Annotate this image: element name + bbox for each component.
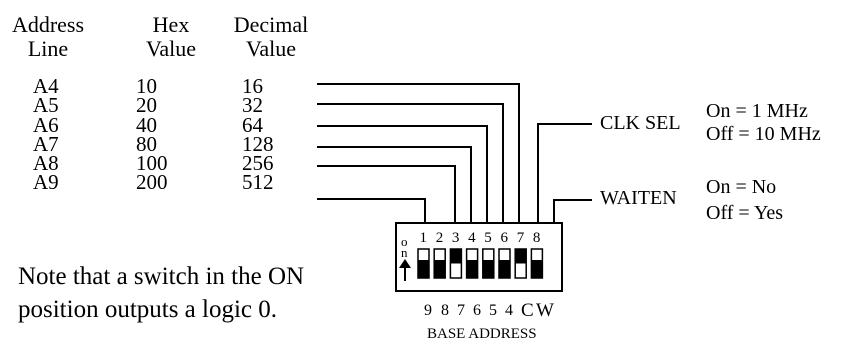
hex-value: 40 [136, 113, 157, 137]
switch-actuator [434, 260, 446, 278]
address-wires [317, 83, 592, 228]
dip-switch-1 [417, 248, 430, 279]
switch-bit-label: 6 [473, 302, 481, 319]
dip-switch-3 [449, 248, 463, 279]
address-line: A6 [33, 113, 59, 137]
up-arrow-icon [399, 259, 411, 281]
address-line: A8 [33, 151, 59, 175]
header-decimal: Decimal Value [233, 12, 309, 61]
clk-sel-on: On = 1 MHz [706, 100, 808, 122]
clk-sel-off: Off = 10 MHz [706, 123, 821, 145]
header-address: Address Line [11, 12, 85, 61]
switch-actuator [515, 249, 527, 264]
dip-switch-5 [482, 248, 495, 279]
wire-waiten [553, 199, 592, 228]
waiten-label: WAITEN [600, 187, 677, 209]
switch-number: 7 [516, 230, 525, 246]
hex-value: 10 [136, 74, 157, 98]
wire-clk-sel [537, 123, 592, 228]
switch-bit-label: C [521, 300, 534, 321]
note-text: Note that a switch in the ON position ou… [18, 263, 305, 323]
switch-number: 6 [500, 230, 509, 246]
switch-number: 3 [451, 230, 460, 246]
dip-switch-6 [498, 248, 511, 279]
wire-a7 [317, 146, 472, 228]
decimal-value: 256 [242, 151, 274, 175]
switch-actuator [482, 260, 494, 278]
switch-number: 2 [435, 230, 444, 246]
waiten-on: On = No [706, 176, 777, 198]
switch-bit-label: 8 [441, 302, 449, 319]
decimal-value: 32 [242, 93, 263, 117]
decimal-value: 128 [242, 132, 274, 156]
wire-a8 [317, 165, 456, 228]
switch-bit-label: W [536, 300, 554, 321]
address-line: A4 [33, 74, 59, 98]
switch-number: 4 [468, 230, 476, 246]
switch-actuator [499, 260, 510, 278]
switch-actuator [531, 260, 543, 278]
hex-value: 100 [136, 151, 168, 175]
clk-sel-label: CLK SEL [600, 112, 681, 134]
hex-value: 80 [136, 132, 157, 156]
wire-a9 [317, 198, 426, 228]
switch-bit-label: 7 [457, 302, 465, 319]
on-marker: o n [401, 234, 408, 260]
decimal-value: 64 [242, 113, 263, 137]
switch-actuator [418, 260, 429, 278]
switch-number: 5 [484, 230, 492, 246]
hex-value: 20 [136, 93, 157, 117]
dip-switch-8 [530, 248, 544, 279]
switch-number: 1 [419, 230, 428, 246]
header-hex: Hex Value [145, 12, 197, 61]
dip-switch-4 [465, 248, 479, 279]
address-line: A7 [33, 132, 59, 156]
hex-value: 200 [136, 170, 168, 194]
switch-bit-label: 5 [489, 302, 497, 319]
address-line: A5 [33, 93, 59, 117]
dip-switch-2 [433, 248, 446, 279]
switch-number: 8 [532, 230, 541, 246]
switch-bit-label: 9 [424, 302, 432, 319]
wire-a4 [317, 83, 520, 228]
switch-bit-label: 4 [505, 302, 513, 319]
wire-a5 [317, 103, 504, 228]
decimal-value: 16 [242, 74, 263, 98]
wire-a6 [317, 125, 488, 228]
base-address-caption: BASE ADDRESS [427, 326, 537, 342]
dip-switch-7 [514, 248, 527, 279]
switch-actuator [450, 249, 462, 264]
decimal-value: 512 [242, 170, 274, 194]
switch-cells [417, 248, 544, 279]
waiten-off: Off = Yes [706, 202, 784, 224]
address-line: A9 [33, 170, 59, 194]
switch-actuator [466, 260, 478, 278]
